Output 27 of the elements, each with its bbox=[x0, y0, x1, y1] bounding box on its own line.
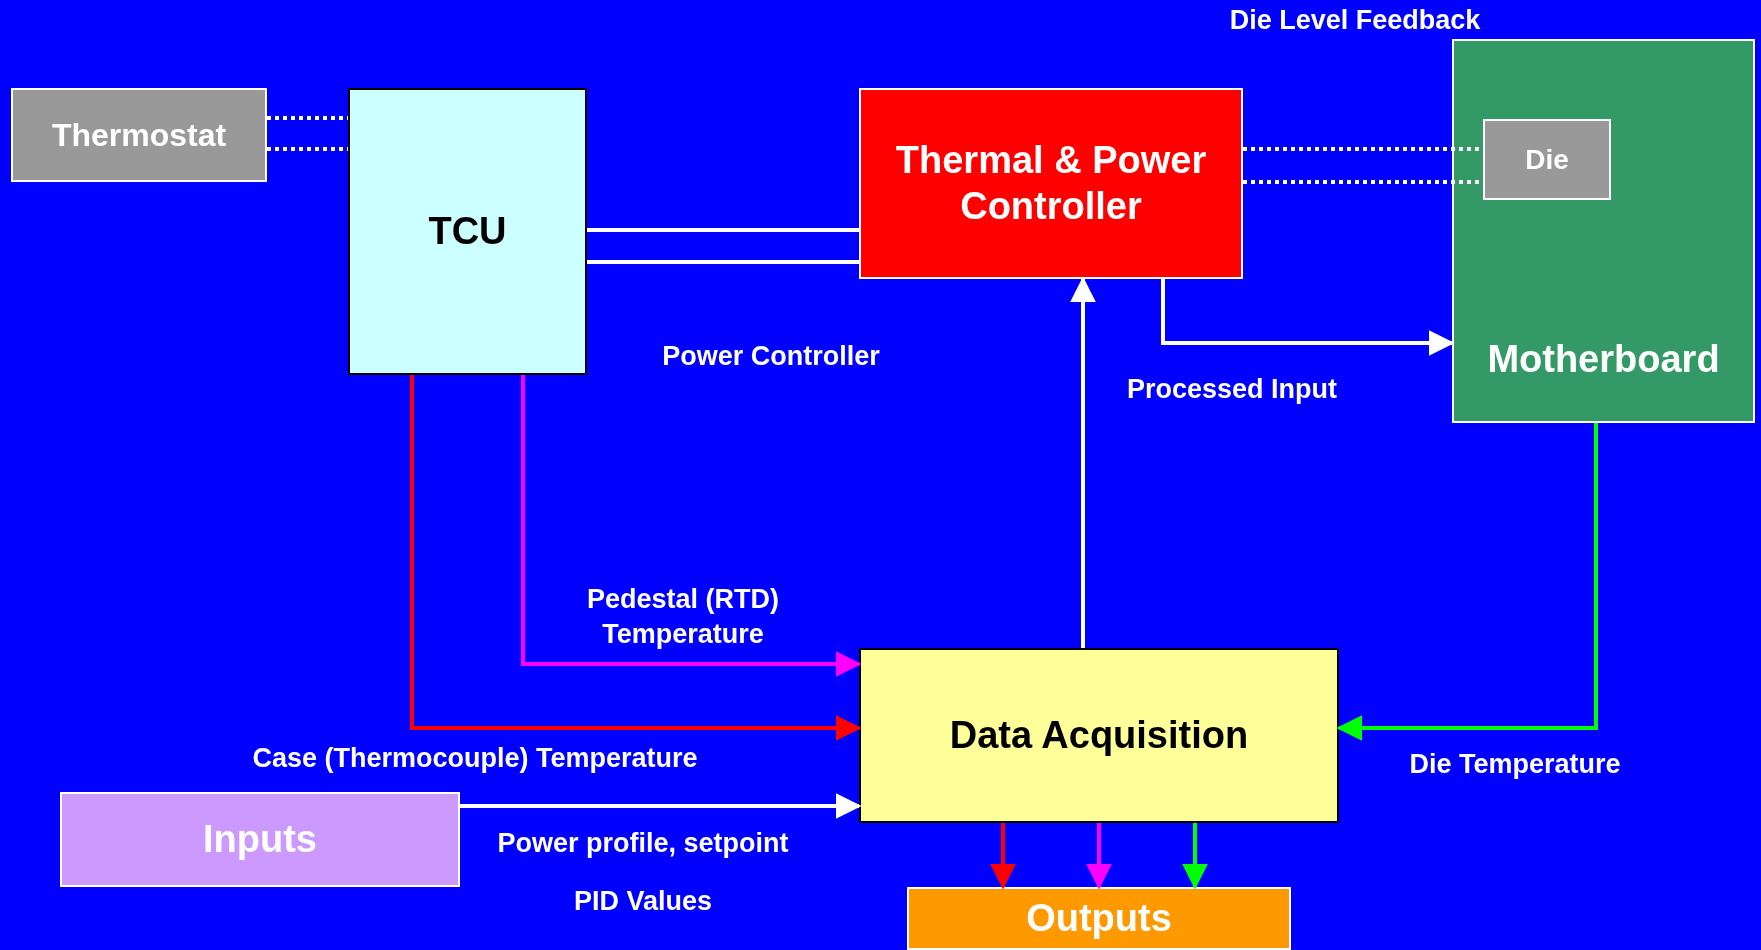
dotted-connector bbox=[267, 147, 348, 151]
node-label: Thermal & Power Controller bbox=[894, 137, 1208, 229]
arrow bbox=[410, 375, 862, 741]
outputs-box bbox=[907, 887, 1291, 950]
dotted-connector bbox=[267, 116, 348, 120]
die-box bbox=[1483, 119, 1611, 200]
node-label: Die bbox=[1525, 142, 1569, 177]
motherboard-box bbox=[1452, 39, 1755, 423]
node-label: Data Acquisition bbox=[949, 712, 1249, 758]
node-label: Outputs bbox=[1026, 895, 1172, 941]
process-box bbox=[859, 648, 1339, 823]
arrow bbox=[460, 793, 862, 819]
node-label: Thermostat bbox=[51, 115, 227, 155]
arrow bbox=[1182, 823, 1208, 890]
node-label: Motherboard bbox=[1487, 337, 1720, 383]
arrow bbox=[521, 375, 862, 677]
arrow bbox=[1086, 823, 1112, 890]
thermostat-box bbox=[11, 88, 267, 182]
inputs-box bbox=[60, 792, 460, 887]
arrow bbox=[1070, 276, 1096, 648]
node-label: TCU bbox=[428, 208, 507, 254]
node-label: Inputs bbox=[203, 816, 317, 862]
controller-box bbox=[859, 88, 1243, 279]
tcu-box bbox=[348, 88, 587, 375]
arrow bbox=[1161, 279, 1455, 356]
arrow bbox=[1336, 423, 1598, 741]
arrow bbox=[990, 823, 1016, 890]
